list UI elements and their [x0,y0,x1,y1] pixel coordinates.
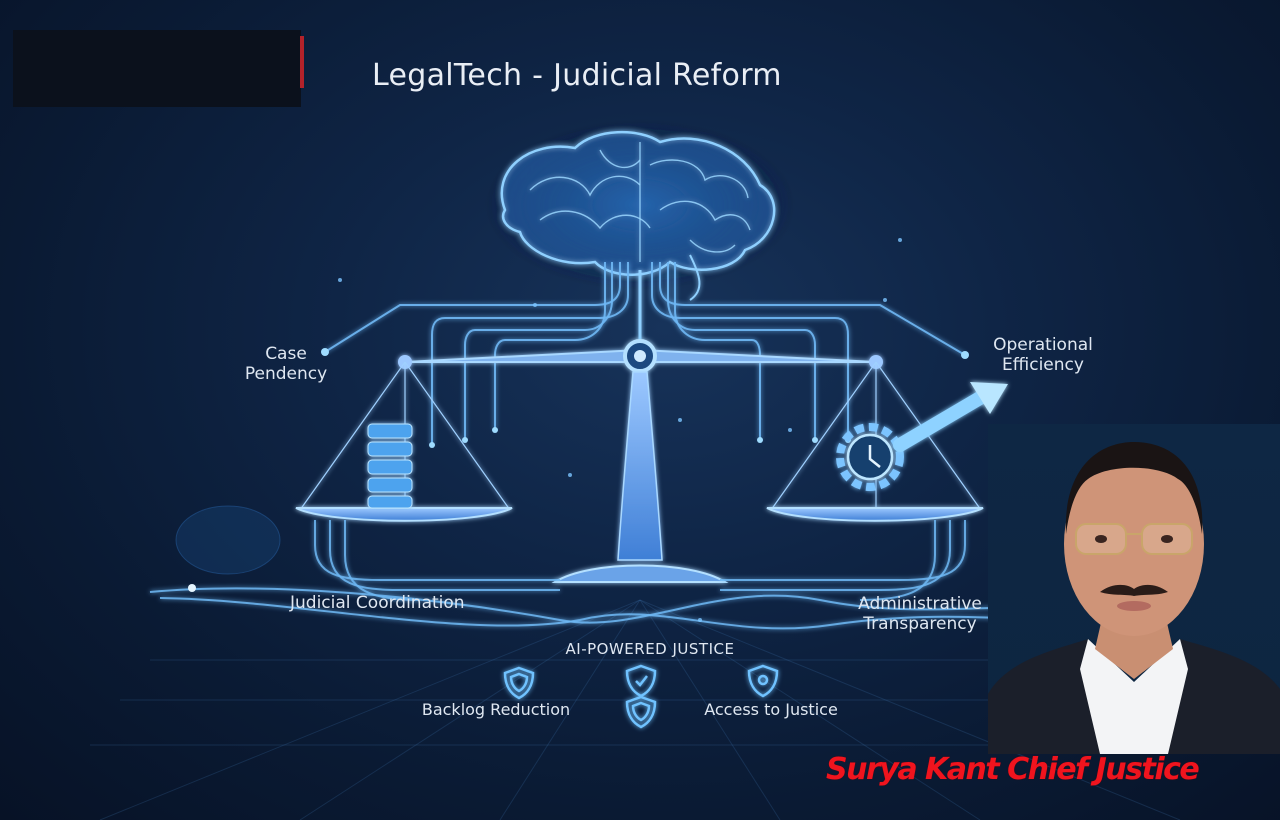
portrait-caption: Surya Kant Chief Justice [826,752,1200,787]
logo-accent-bar [300,36,304,88]
brain-icon [485,120,795,301]
arrow-up-icon [893,382,1008,452]
label-backlog-reduction: Backlog Reduction [421,700,571,719]
flow-lines [149,520,1061,630]
server-stack-icon [367,423,413,509]
label-line: Efficiency [1002,355,1084,375]
circuit-nodes [321,348,969,448]
label-line: Transparency [863,614,977,634]
person-portrait [988,442,1280,754]
shield-icon [503,666,535,700]
page-title: LegalTech - Judicial Reform [372,58,782,93]
gear-clock-icon [836,423,904,491]
label-line: Operational [993,335,1093,355]
label-operational-efficiency: Operational Efficiency [968,335,1118,375]
label-line: Pendency [244,364,328,384]
label-line: Administrative [858,594,982,614]
label-case-pendency: Case Pendency [236,344,336,384]
shield-plus-icon [747,664,779,698]
scale-icon [295,270,984,583]
grid-floor [90,599,1190,820]
ai-powered-justice-title: AI-POWERED JUSTICE [565,640,735,658]
shield-check-icon [625,664,657,698]
circuit-lines [324,262,966,445]
logo-placeholder [13,30,301,107]
label-judicial-coordination: Judicial Coordination [290,593,465,613]
label-access-to-justice: Access to Justice [704,700,838,719]
shield-icon [625,695,657,729]
label-line: Case [265,344,307,364]
portrait-photo [988,424,1280,754]
label-administrative-transparency: Administrative Transparency [830,594,1010,634]
